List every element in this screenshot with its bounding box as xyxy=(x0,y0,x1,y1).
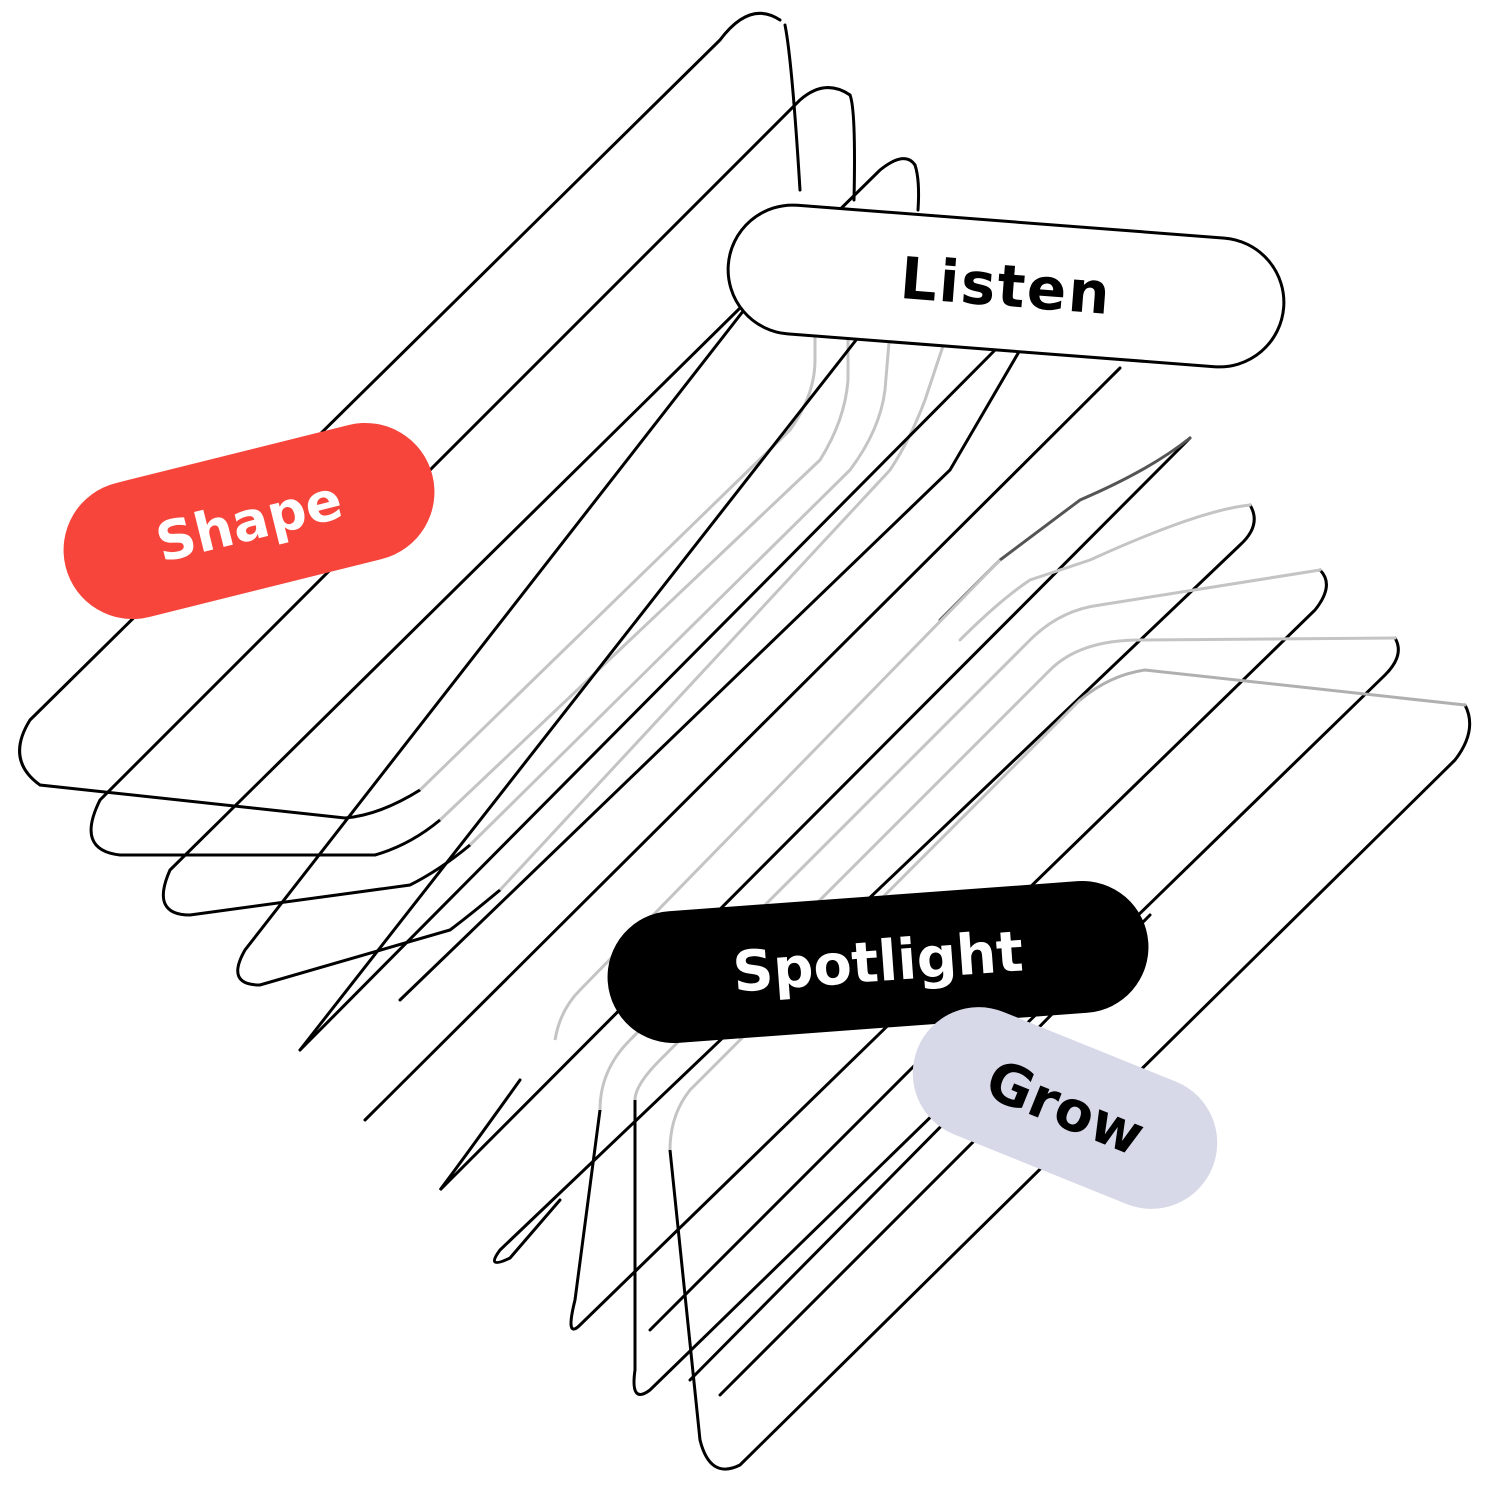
diagonal-line-8 xyxy=(648,1018,962,1332)
loop-outline-9 xyxy=(492,503,1256,1264)
loop-outline-6 xyxy=(913,163,921,212)
loop-outline-8 xyxy=(938,436,1192,622)
loop-outline-12 xyxy=(1028,568,1322,642)
loop-outline-1 xyxy=(18,11,782,820)
spotlight-label: Spotlight xyxy=(730,918,1026,1006)
loop-outline-10 xyxy=(958,503,1252,642)
diagonal-line-1 xyxy=(298,333,862,1052)
loop-outline-4 xyxy=(848,93,856,202)
diagonal-line-5 xyxy=(438,436,1192,1192)
fold-line-light-5 xyxy=(553,558,1002,1041)
loop-outline-5 xyxy=(161,157,917,917)
grow-label: Grow xyxy=(976,1047,1154,1169)
diagonal-line-4 xyxy=(363,366,1122,1122)
loop-outline-16 xyxy=(1078,668,1467,707)
fold-line-light-6 xyxy=(598,638,1032,1111)
loop-outline-2 xyxy=(783,23,802,192)
diagonal-line-3 xyxy=(398,348,1022,1002)
loop-outline-14 xyxy=(1048,636,1397,672)
loop-outline-7 xyxy=(236,308,746,987)
fold-line-light-7 xyxy=(633,668,1052,1101)
fold-line-light-8 xyxy=(668,698,1082,1151)
diagonal-line-2 xyxy=(298,343,1002,1052)
shape-label: Shape xyxy=(149,467,349,575)
fold-line-light-2 xyxy=(438,330,850,822)
fold-line-light-3 xyxy=(468,329,892,847)
loop-outline-15 xyxy=(668,703,1472,1471)
loop-outline-11 xyxy=(569,568,1328,1331)
listen-label: Listen xyxy=(897,243,1115,329)
loop-outline-3 xyxy=(89,86,852,857)
loop-outline-13 xyxy=(632,636,1400,1396)
fold-line-light-1 xyxy=(418,330,817,792)
